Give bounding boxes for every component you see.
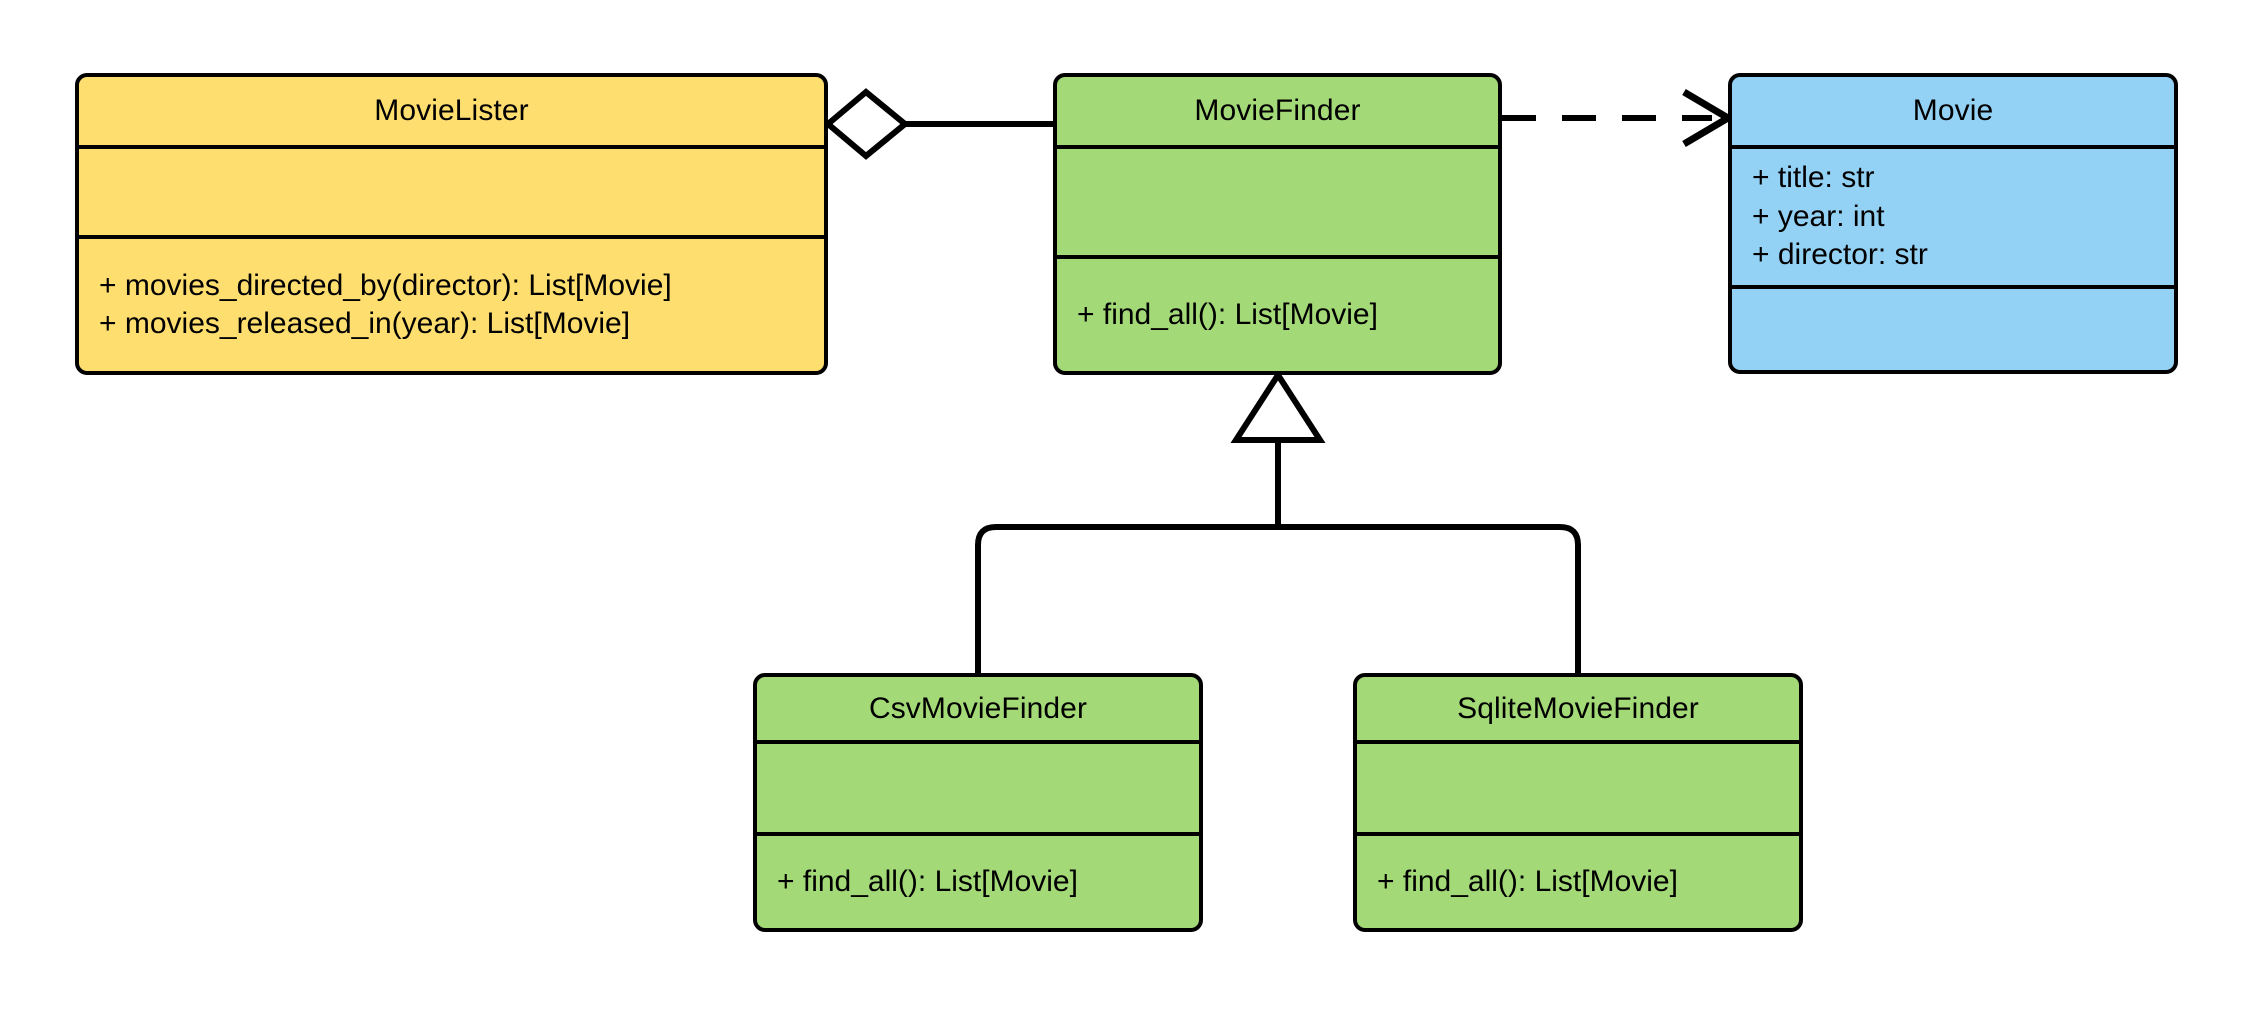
attribute-line: + director: str xyxy=(1752,238,1928,272)
aggregation-edge-movielister-moviefinder xyxy=(823,88,1053,160)
attribute-line: + year: int xyxy=(1752,199,1885,233)
method-line: + find_all(): List[Movie] xyxy=(1077,297,1378,331)
class-name-moviefinder: MovieFinder xyxy=(1194,94,1361,127)
class-methods-sqlitemoviefinder: + find_all(): List[Movie] xyxy=(1357,832,1799,928)
generalization-branch-line xyxy=(975,524,1581,932)
class-attributes-moviefinder xyxy=(1057,145,1498,255)
class-attributes-sqlitemoviefinder xyxy=(1357,740,1799,832)
class-methods-csvmoviefinder: + find_all(): List[Movie] xyxy=(757,832,1199,928)
class-methods-moviefinder: + find_all(): List[Movie] xyxy=(1057,255,1498,371)
class-attributes-movie: + title: str + year: int + director: str xyxy=(1732,145,2174,285)
method-line: + find_all(): List[Movie] xyxy=(777,864,1078,898)
class-attributes-csvmoviefinder xyxy=(757,740,1199,832)
class-methods-movielister: + movies_directed_by(director): List[Mov… xyxy=(79,235,824,371)
attribute-line: + title: str xyxy=(1752,161,1875,195)
method-line: + movies_released_in(year): List[Movie] xyxy=(99,307,631,340)
hollow-triangle-icon xyxy=(1230,369,1326,443)
dependency-edge-moviefinder-movie xyxy=(1502,88,1735,148)
hollow-diamond-icon xyxy=(823,88,910,160)
class-methods-movie xyxy=(1732,285,2174,370)
class-box-sqlitemoviefinder[interactable]: SqliteMovieFinder + find_all(): List[Mov… xyxy=(1353,673,1803,932)
class-box-movie[interactable]: Movie + title: str + year: int + directo… xyxy=(1728,73,2178,374)
class-box-moviefinder[interactable]: MovieFinder + find_all(): List[Movie] xyxy=(1053,73,1502,375)
class-name-movielister: MovieLister xyxy=(374,94,529,127)
generalization-edge-tree xyxy=(975,369,1581,932)
class-attributes-movielister xyxy=(79,145,824,235)
method-line: + find_all(): List[Movie] xyxy=(1377,864,1678,898)
method-line: + movies_directed_by(director): List[Mov… xyxy=(99,268,672,302)
class-name-sqlitemoviefinder: SqliteMovieFinder xyxy=(1457,691,1699,725)
class-box-movielister[interactable]: MovieLister + movies_directed_by(directo… xyxy=(75,73,828,375)
class-name-movie: Movie xyxy=(1912,94,1994,127)
class-name-csvmoviefinder: CsvMovieFinder xyxy=(868,691,1088,725)
class-box-csvmoviefinder[interactable]: CsvMovieFinder + find_all(): List[Movie] xyxy=(753,673,1203,932)
